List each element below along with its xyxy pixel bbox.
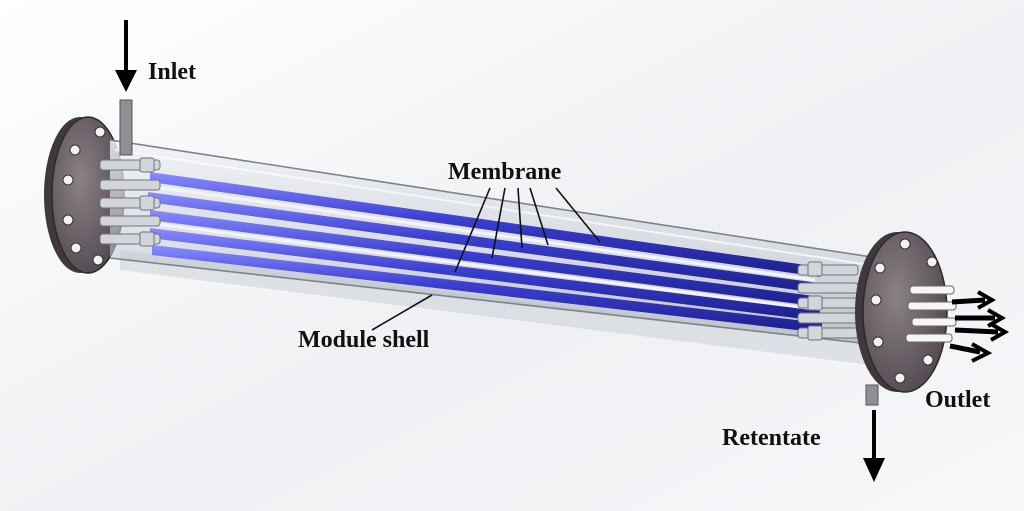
membrane-tube (150, 228, 820, 321)
permeate-outlet-tubes (905, 285, 957, 343)
flange-bolt-holes (870, 238, 938, 384)
flange-bolt-holes (62, 126, 106, 266)
module-shell-label: Module shell (298, 327, 430, 353)
inlet-flange (44, 116, 125, 274)
outlet-label: Outlet (925, 387, 991, 413)
membrane-tube (150, 172, 820, 277)
outlet-arrows (949, 290, 1010, 363)
module-shell-leader-line (371, 294, 433, 331)
inlet-label: Inlet (148, 59, 196, 85)
membrane-tube (152, 245, 822, 333)
membrane-label: Membrane (448, 159, 562, 185)
membrane-tube (150, 210, 822, 307)
membrane-leader-lines (454, 187, 601, 273)
outlet-flange (855, 231, 957, 393)
inlet-tube-fittings (99, 157, 161, 247)
outlet-arrow (954, 322, 1010, 342)
retentate-label: Retentate (722, 425, 821, 451)
outlet-arrow (949, 342, 993, 363)
outlet-arrow (951, 290, 997, 310)
inlet-arrow (115, 20, 137, 92)
membrane-tubes (148, 172, 822, 333)
membrane-tube (148, 192, 818, 293)
inlet-nozzle (119, 99, 133, 156)
retentate-arrow (863, 410, 885, 482)
membrane-white-rods (154, 185, 816, 311)
outlet-tube-fittings (797, 261, 859, 341)
retentate-nozzle (865, 384, 879, 406)
